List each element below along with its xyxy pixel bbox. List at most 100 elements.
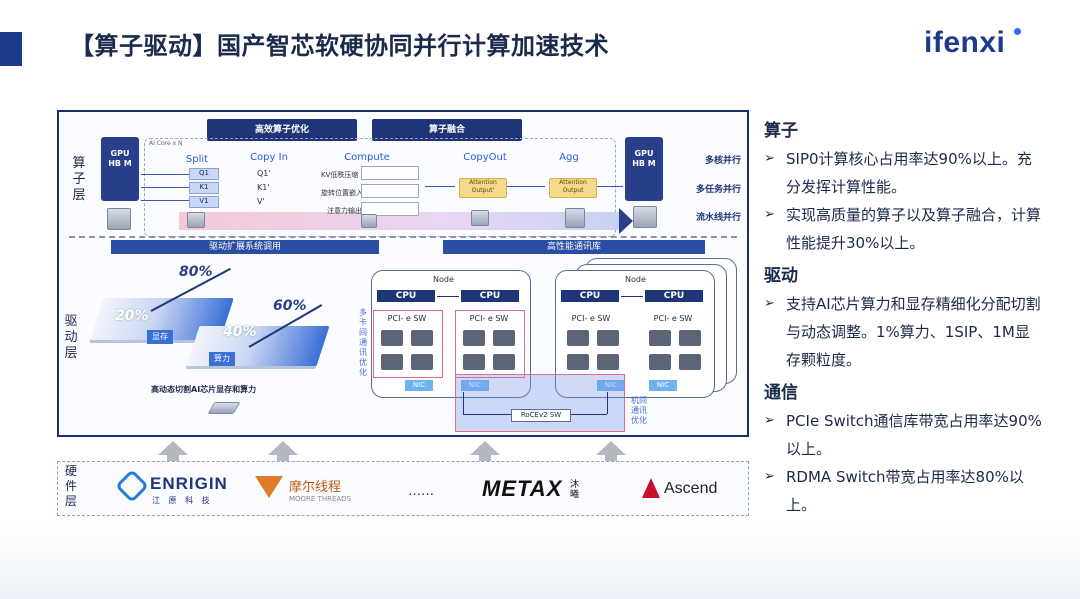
stage-compute: Compute: [344, 152, 390, 163]
node-1-pcie-group-2: [455, 310, 525, 378]
gpu-to-split-arrow-2: [141, 187, 189, 188]
node-1-gpu-6-icon: [493, 330, 515, 346]
comm-bullet-1: ➢ PCIe Switch通信库带宽占用率达90%以上。: [764, 407, 1044, 463]
node-1-gpu-3-icon: [381, 354, 403, 370]
split-k1: K1: [189, 182, 219, 194]
compute-attention-output: 注意力输出: [327, 207, 362, 215]
roce-link-right: [607, 392, 608, 414]
section-title-comm: 通信: [764, 383, 798, 403]
node-1-cpu-link: [437, 296, 459, 297]
node-1-gpu-5-icon: [463, 330, 485, 346]
node-1-pcie-sw-2: PCI- e SW: [469, 314, 509, 323]
roce-link-left-h: [463, 414, 511, 415]
formula-box-2: [361, 184, 419, 198]
intra-card-comm-label: 多卡间通讯优化: [359, 308, 367, 377]
pipeline-band: [179, 212, 619, 230]
node-1-gpu-2-icon: [411, 330, 433, 346]
node-2-gpu-2-icon: [597, 330, 619, 346]
logo-dot-icon: [1014, 28, 1021, 35]
gpu-to-split-arrow-1: [141, 174, 189, 175]
compute-rope: 旋转位置嵌入: [321, 189, 363, 197]
driver-layer-label: 驱动层: [64, 314, 78, 361]
stage-agg: Agg: [559, 152, 579, 163]
node-1-gpu-8-icon: [493, 354, 515, 370]
chip-stack-4-icon: [565, 208, 585, 228]
copyout-to-agg-arrow: [507, 186, 545, 187]
split-q1: Q1: [189, 168, 219, 180]
node-1-gpu-1-icon: [381, 330, 403, 346]
stage-split: Split: [185, 154, 209, 165]
stage-copy-in: Copy In: [250, 152, 288, 163]
node-1-pcie-sw-1: PCI- e SW: [387, 314, 427, 323]
chip-stack-3-icon: [471, 210, 489, 226]
hw-arrow-1-icon: [158, 441, 188, 463]
node-2-pcie-sw-2: PCI- e SW: [653, 314, 693, 323]
copyout-attention-output: Attention Output': [459, 178, 507, 198]
architecture-diagram: 算子层 高效算子优化 算子融合 AI Core x N GPU HB M GPU…: [57, 110, 749, 437]
banner-driver-syscall: 驱动扩展系统调用: [111, 240, 379, 254]
gpu-chip-right-icon: [633, 206, 657, 228]
logo-text: ifenxi: [924, 26, 1006, 59]
formula-box-3: [361, 202, 419, 216]
driver-bullet-1: ➢ 支持AI芯片算力和显存精细化分配切割与动态调整。1%算力、1SIP、1M显存…: [764, 290, 1044, 374]
chip-stack-2-icon: [361, 214, 377, 228]
moore-threads-en: MOORE THREADS: [289, 495, 352, 503]
metax-cn: 沐曦: [570, 480, 580, 500]
node-1-gpu-4-icon: [411, 354, 433, 370]
node-2-gpu-6-icon: [679, 330, 701, 346]
hardware-row: 硬件层 ENRIGIN 江 原 科 技 摩尔线程 MOORE THREADS ……: [57, 461, 749, 516]
operator-layer-label: 算子层: [72, 156, 86, 203]
node-2-gpu-8-icon: [679, 354, 701, 370]
enrigin-logo-icon: [115, 469, 149, 503]
node-1-gpu-7-icon: [463, 354, 485, 370]
moore-threads-cn: 摩尔线程: [289, 480, 342, 495]
operator-bullet-2: ➢ 实现高质量的算子以及算子融合，计算性能提升30%以上。: [764, 201, 1044, 257]
bullet-arrow-icon: ➢: [764, 413, 775, 428]
copyin-k1: K1': [257, 183, 270, 192]
comm-bullet-2: ➢ RDMA Switch带宽占用率达80%以上。: [764, 463, 1044, 519]
roce-link-right-h: [569, 414, 607, 415]
compute-to-copyout-arrow: [425, 186, 455, 187]
agg-to-gpu-arrow: [597, 186, 623, 187]
title-accent-bar: [0, 32, 22, 66]
enrigin-cn: 江 原 科 技: [152, 496, 213, 505]
stage-copyout: CopyOut: [463, 152, 507, 163]
node-2-nic-2: NIC: [649, 380, 677, 391]
layer-separator: [69, 236, 737, 238]
hardware-layer-label: 硬件层: [64, 464, 77, 508]
split-v1: V1: [189, 196, 219, 208]
node-1-cpu-2: CPU: [461, 290, 519, 302]
slab-compute: [186, 326, 330, 366]
roce-switch: RoCEv2 SW: [511, 409, 571, 422]
label-pipeline-parallel: 流水线并行: [695, 213, 741, 223]
ai-core-label: AI Core x N: [149, 140, 183, 147]
ascend-logo-icon: [642, 478, 660, 498]
chip-stack-1-icon: [187, 212, 205, 228]
node-1-cpu-1: CPU: [377, 290, 435, 302]
metax-logo: METAX: [482, 476, 563, 501]
bullet-arrow-icon: ➢: [764, 207, 775, 222]
moore-threads-logo-icon: [255, 476, 283, 498]
node-2-gpu-4-icon: [597, 354, 619, 370]
node-2-cpu-2: CPU: [645, 290, 703, 302]
driver-caption: 高动态切割AI芯片显存和算力: [151, 385, 257, 394]
banner-comm-library: 高性能通讯库: [443, 240, 705, 254]
banner-operator-fusion: 算子融合: [372, 119, 522, 141]
bullet-arrow-icon: ➢: [764, 151, 775, 166]
gpu-label-left: GPU HB M: [108, 149, 132, 168]
driver-chip-icon: [207, 402, 241, 414]
page-title: 【算子驱动】国产智芯软硬协同并行计算加速技术: [70, 32, 609, 60]
node-1-pcie-group-1: [373, 310, 443, 378]
roce-link-left: [463, 392, 464, 414]
node-1-label: Node: [433, 275, 454, 284]
node-2-gpu-5-icon: [649, 330, 671, 346]
node-1-nic-1: NIC: [405, 380, 433, 391]
pct-60: 60%: [273, 298, 307, 314]
pct-20: 20%: [115, 308, 149, 324]
section-title-driver: 驱动: [764, 266, 798, 286]
gpu-hbm-right: GPU HB M: [625, 137, 663, 201]
inter-machine-comm-label: 机间通讯优化: [631, 396, 647, 425]
operator-bullet-1: ➢ SIP0计算核心占用率达90%以上。充分发挥计算性能。: [764, 145, 1044, 201]
gpu-label-right: GPU HB M: [632, 149, 656, 168]
node-2-pcie-sw-1: PCI- e SW: [571, 314, 611, 323]
